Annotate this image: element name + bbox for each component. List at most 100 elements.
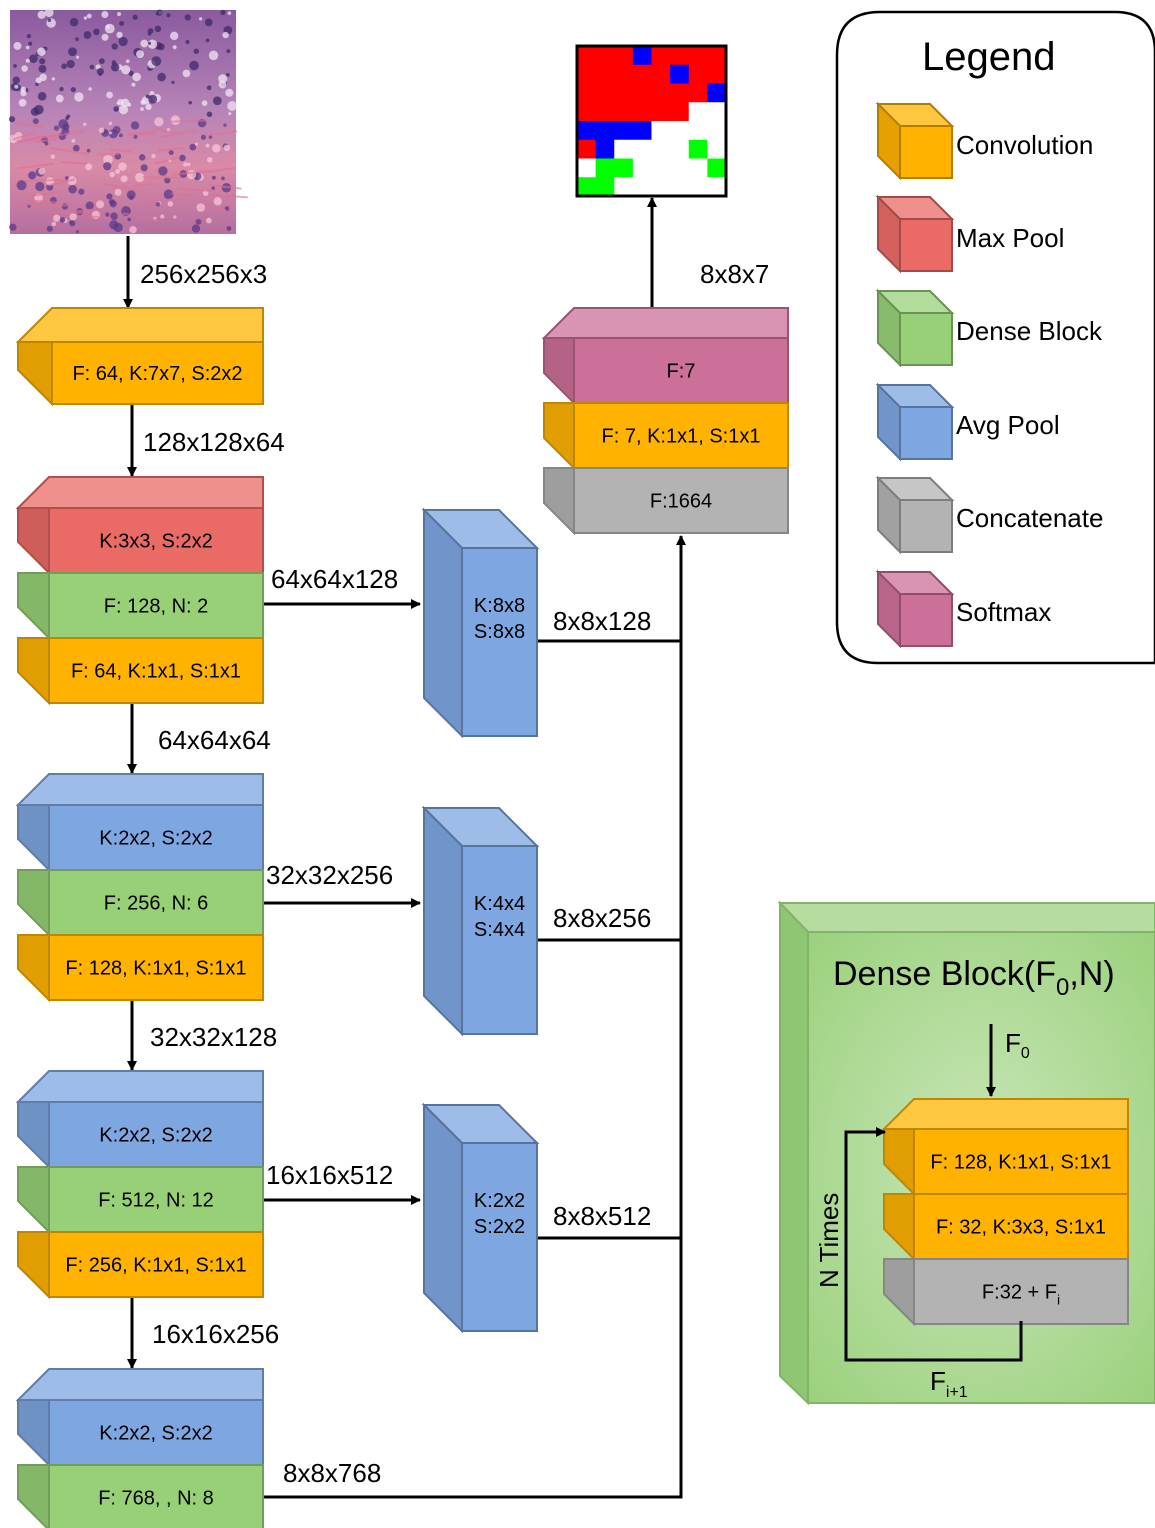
block-3-label-0: K:2x2, S:2x2 xyxy=(99,828,212,850)
block-head-side-0 xyxy=(543,337,575,406)
output-cell xyxy=(688,158,708,178)
legend-label-avg-pool: Avg Pool xyxy=(956,410,1060,440)
output-cell xyxy=(632,177,652,197)
output-cell xyxy=(632,64,652,84)
branch-avgpool-3-label-1: S:2x2 xyxy=(474,1216,525,1238)
output-cell xyxy=(595,177,615,197)
output-cell xyxy=(707,64,727,84)
block-5-layer-0 xyxy=(48,1399,264,1466)
block-5-side-1 xyxy=(17,1464,50,1528)
output-cell xyxy=(670,46,690,66)
edge-label-conv1-out: 128x128x64 xyxy=(143,427,285,457)
block-3-top-face xyxy=(15,773,264,806)
output-cell xyxy=(595,121,615,141)
output-cell xyxy=(595,102,615,122)
output-cell xyxy=(577,139,597,159)
output-cell xyxy=(707,102,727,122)
output-cell xyxy=(651,102,671,122)
edge-label-output: 8x8x7 xyxy=(700,259,769,289)
dense-detail-input-label: F0 xyxy=(1005,1028,1030,1062)
branch-avgpool-3-label-0: K:2x2 xyxy=(474,1190,525,1212)
output-cell xyxy=(614,46,634,66)
dense-detail-stack-label-2: F:32 + Fi xyxy=(982,1282,1060,1308)
dense-detail-stack-layer-2 xyxy=(913,1258,1129,1325)
block-4-label-2: F: 256, K:1x1, S:1x1 xyxy=(65,1255,246,1277)
edge-label-block2-out: 64x64x64 xyxy=(158,725,271,755)
block-2-layer-1 xyxy=(48,572,264,639)
branch-avgpool-3-side-face xyxy=(423,1102,463,1334)
legend-swatch-concatenate xyxy=(875,475,955,555)
output-cell xyxy=(577,158,597,178)
output-cell xyxy=(632,102,652,122)
legend-label-convolution: Convolution xyxy=(956,130,1093,160)
output-cell xyxy=(614,139,634,159)
output-cell xyxy=(595,83,615,103)
dense-detail-feedback-loop xyxy=(844,1127,1023,1362)
block-conv1-top-face xyxy=(15,307,264,343)
block-conv1-side-0 xyxy=(17,341,53,407)
block-5-layer-1 xyxy=(48,1464,264,1528)
output-cell xyxy=(577,64,597,84)
output-cell xyxy=(688,64,708,84)
block-head-layer-1 xyxy=(573,402,789,469)
block-2-side-2 xyxy=(17,637,50,706)
output-cell xyxy=(670,64,690,84)
block-2-label-0: K:3x3, S:2x2 xyxy=(99,531,212,553)
block-head-side-2 xyxy=(543,467,575,536)
legend-swatch-avg-pool xyxy=(875,382,955,462)
output-cell xyxy=(632,139,652,159)
dense-detail-stack-label-0: F: 128, K:1x1, S:1x1 xyxy=(930,1152,1111,1174)
branch-avgpool-3-front-face xyxy=(461,1142,538,1332)
output-cell xyxy=(614,158,634,178)
edge-label-branch2-out: 8x8x256 xyxy=(553,903,651,933)
output-cell xyxy=(577,46,597,66)
block-conv1-label-0: F: 64, K:7x7, S:2x2 xyxy=(72,363,242,385)
output-cell xyxy=(688,46,708,66)
block-head-layer-0 xyxy=(573,337,789,404)
output-cell xyxy=(707,83,727,103)
edge-label-branch2-in: 32x32x256 xyxy=(266,860,393,890)
block-5-label-1: F: 768, , N: 8 xyxy=(98,1488,214,1510)
block-conv1-layer-0 xyxy=(51,341,264,405)
output-cell xyxy=(632,121,652,141)
output-cell xyxy=(670,83,690,103)
block-2-layer-0 xyxy=(48,507,264,574)
output-cell xyxy=(614,83,634,103)
edge-label-block4-out: 16x16x256 xyxy=(152,1319,279,1349)
output-cell xyxy=(670,177,690,197)
output-cell xyxy=(688,102,708,122)
output-cell xyxy=(688,139,708,159)
output-cell xyxy=(688,177,708,197)
block-2-side-1 xyxy=(17,572,50,641)
edge-label-branch3-in: 16x16x512 xyxy=(266,1160,393,1190)
output-cell xyxy=(614,64,634,84)
legend-swatch-softmax xyxy=(875,569,955,649)
legend-label-softmax: Softmax xyxy=(956,597,1051,627)
output-cell xyxy=(651,158,671,178)
output-cell xyxy=(670,139,690,159)
legend-label-concatenate: Concatenate xyxy=(956,503,1103,533)
output-cell xyxy=(632,46,652,66)
legend-swatch-dense-block xyxy=(875,288,955,368)
output-cell xyxy=(595,139,615,159)
output-cell xyxy=(707,158,727,178)
block-4-layer-1 xyxy=(48,1166,264,1233)
legend-swatch-convolution xyxy=(875,101,955,181)
dense-block-detail: Dense Block(F0,N) F0 F: 128, K:1x1, S:1x… xyxy=(777,900,1155,1406)
branch-avgpool-1-side-face xyxy=(423,507,463,739)
branch-avgpool-1-label-1: S:8x8 xyxy=(474,621,525,643)
output-cell xyxy=(577,102,597,122)
output-cell xyxy=(707,139,727,159)
legend-label-dense-block: Dense Block xyxy=(956,316,1103,346)
block-4-label-0: K:2x2, S:2x2 xyxy=(99,1125,212,1147)
block-4-layer-2 xyxy=(48,1231,264,1298)
block-3-layer-1 xyxy=(48,869,264,936)
output-cell xyxy=(651,121,671,141)
